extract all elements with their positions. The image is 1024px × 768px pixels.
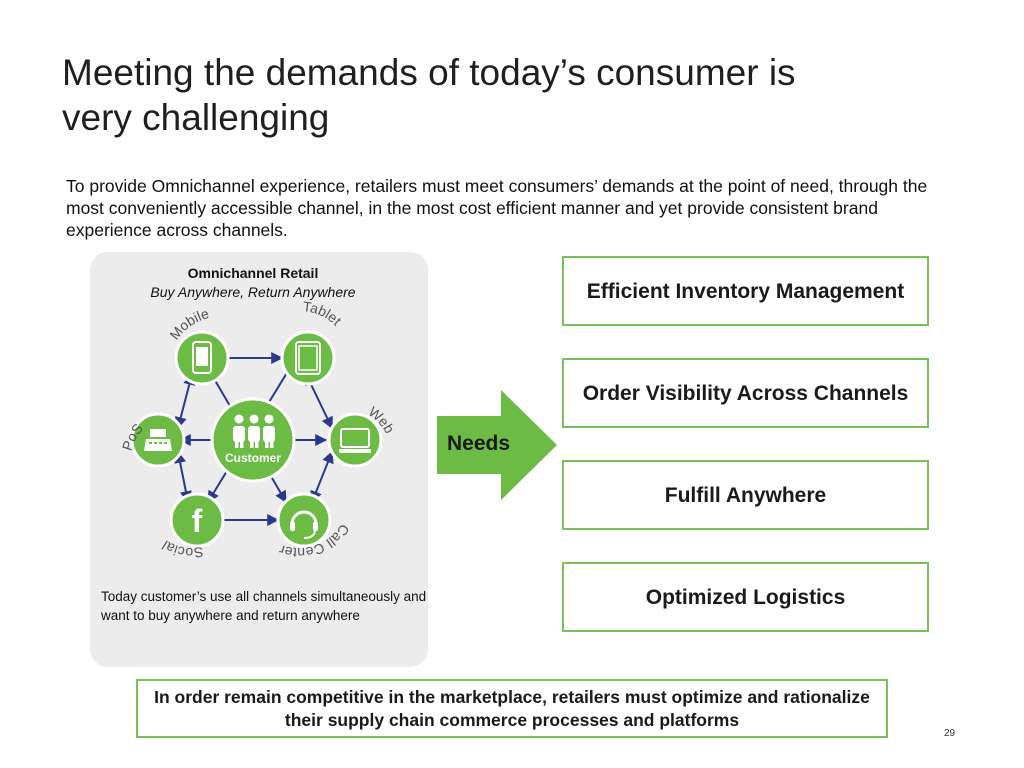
slide-title-line-2: very challenging <box>62 97 330 138</box>
connector-pos-mobile <box>174 372 196 430</box>
need-box-fulfill: Fulfill Anywhere <box>562 460 929 530</box>
customer-label: Customer <box>225 451 281 465</box>
tablet-icon <box>295 341 321 375</box>
tablet-node <box>280 330 336 386</box>
connector-web-callcenter <box>310 450 334 504</box>
panel-subtitle: Buy Anywhere, Return Anywhere <box>150 284 356 300</box>
need-box-logistics: Optimized Logistics <box>562 562 929 632</box>
channel-label-tablet: Tablet <box>302 298 345 328</box>
web-node <box>327 412 383 468</box>
slide-title: Meeting the demands of today’s consumer … <box>62 50 942 140</box>
facebook-icon: f <box>192 503 203 539</box>
intro-paragraph: To provide Omnichannel experience, retai… <box>66 176 928 240</box>
panel-title: Omnichannel Retail <box>187 265 319 281</box>
conclusion-box: In order remain competitive in the marke… <box>136 679 888 738</box>
panel-heading: Omnichannel Retail Buy Anywhere, Return … <box>90 264 416 302</box>
need-box-inventory: Efficient Inventory Management <box>562 256 929 326</box>
customer-node: Customer <box>210 397 296 483</box>
mobile-phone-icon <box>192 341 212 374</box>
connector-pos-social <box>174 450 192 504</box>
monitor-icon <box>339 428 371 453</box>
mobile-node <box>174 330 230 386</box>
need-box-order-visibility: Order Visibility Across Channels <box>562 358 929 428</box>
panel-caption: Today customer’s use all channels simult… <box>101 589 427 623</box>
omnichannel-diagram: Customer <box>119 298 398 561</box>
page-number: 29 <box>944 728 956 739</box>
cash-register-icon <box>144 429 172 451</box>
call-center-node <box>276 492 332 548</box>
needs-arrow-shape <box>437 390 557 500</box>
customers-icon <box>233 414 275 448</box>
social-node: f <box>169 492 225 548</box>
needs-label: Needs <box>447 432 511 455</box>
pos-node <box>130 412 186 468</box>
slide-title-line-1: Meeting the demands of today’s consumer … <box>62 52 796 93</box>
headset-icon <box>290 510 318 539</box>
omnichannel-panel: Omnichannel Retail Buy Anywhere, Return … <box>90 252 428 667</box>
